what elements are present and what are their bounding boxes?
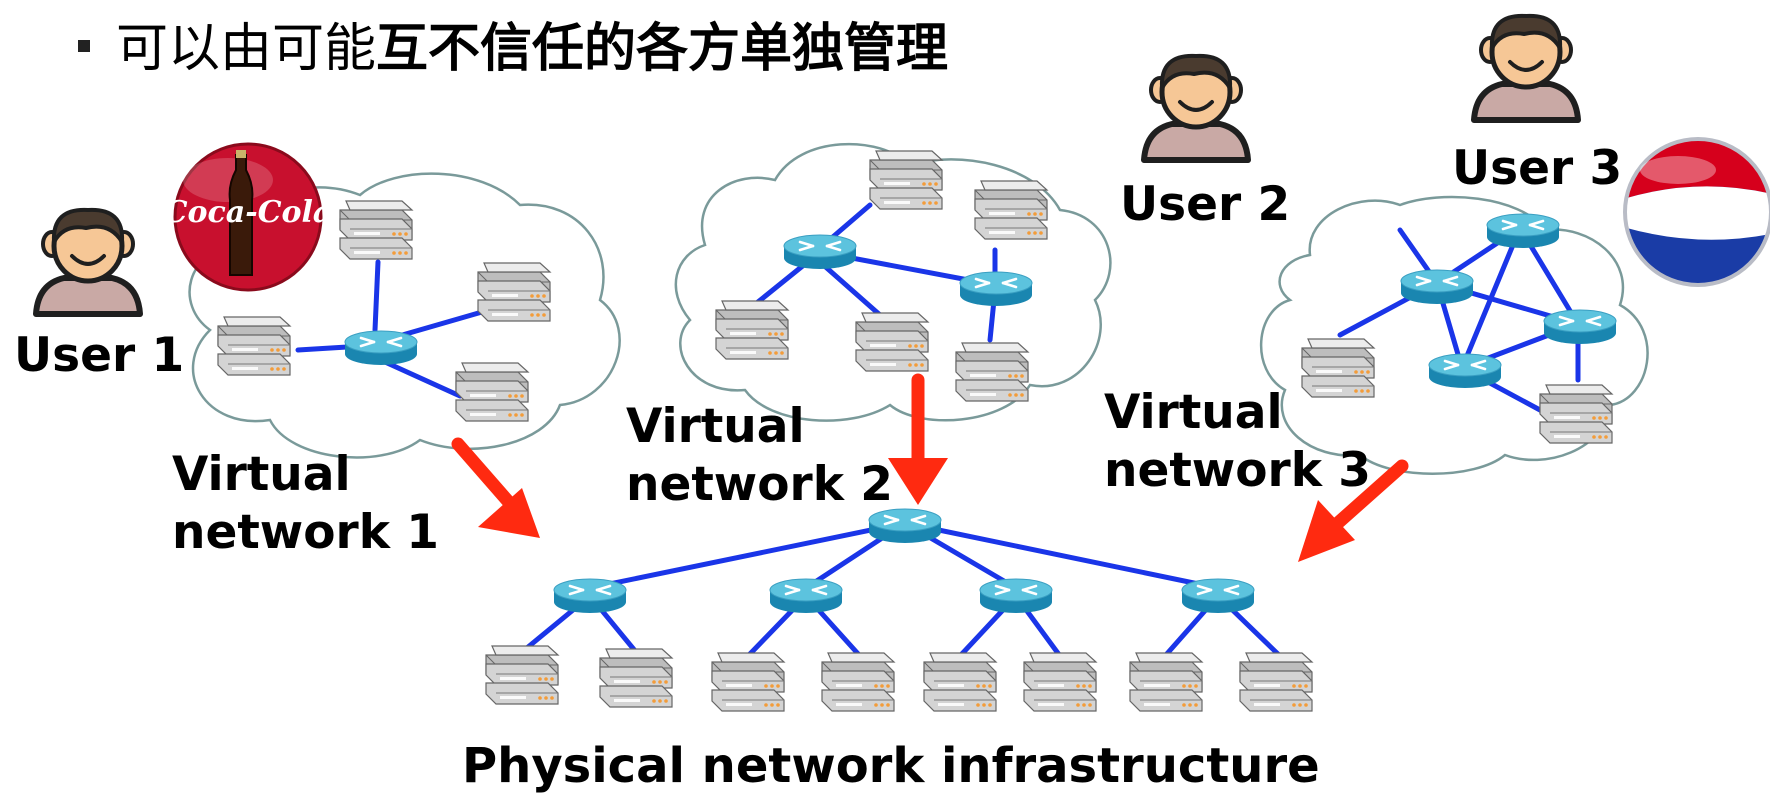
physical-core-router xyxy=(867,507,943,545)
virtual-network-1-line2: network 1 xyxy=(172,505,440,560)
virtual-network-1-label: Virtual network 1 xyxy=(172,446,439,562)
mapping-arrow-2 xyxy=(888,373,948,505)
physical-server-5 xyxy=(923,652,997,712)
vn3-router-right xyxy=(1542,308,1618,346)
physical-edge-router-3 xyxy=(978,577,1054,615)
physical-edge-router-4 xyxy=(1180,577,1256,615)
slide-title: 可以由可能互不信任的各方单独管理 xyxy=(78,14,948,84)
user-1-avatar xyxy=(36,210,140,314)
physical-links xyxy=(519,520,1283,659)
vn2-server-top xyxy=(869,150,943,210)
physical-edge-router-1 xyxy=(552,577,628,615)
physical-server-7 xyxy=(1129,652,1203,712)
vn3-router-top xyxy=(1485,212,1561,250)
vn3-router-left xyxy=(1399,268,1475,306)
user-3-avatar xyxy=(1474,16,1578,120)
user-3-label: User 3 xyxy=(1452,141,1623,196)
user-1-label: User 1 xyxy=(14,328,185,383)
virtual-network-2-line1: Virtual xyxy=(626,399,805,454)
vn2-server-left xyxy=(715,300,789,360)
physical-server-6 xyxy=(1023,652,1097,712)
vn3-router-bottom xyxy=(1427,352,1503,390)
physical-server-3 xyxy=(711,652,785,712)
virtual-network-2-line2: network 2 xyxy=(626,457,894,512)
mapping-arrow-3 xyxy=(1298,459,1409,562)
coca-cola-logo: Coca-Cola xyxy=(164,142,333,292)
physical-edge-router-2 xyxy=(768,577,844,615)
vn1-server-right xyxy=(477,262,551,322)
vn1-router xyxy=(343,329,419,367)
virtual-network-3-label: Virtual network 3 xyxy=(1104,384,1371,500)
physical-server-2 xyxy=(599,648,673,708)
pepsi-logo xyxy=(1623,137,1770,287)
vn2-server-bottom-right xyxy=(955,342,1029,402)
mapping-arrow-1 xyxy=(451,437,540,538)
physical-server-1 xyxy=(485,645,559,705)
virtual-network-3-line2: network 3 xyxy=(1104,443,1372,498)
vn1-server-left xyxy=(217,316,291,376)
vn2-router-right xyxy=(958,270,1034,308)
vn2-router-left xyxy=(782,233,858,271)
virtual-network-3-line1: Virtual xyxy=(1104,385,1283,440)
physical-network-label: Physical network infrastructure xyxy=(462,738,1320,794)
vn2-server-middle xyxy=(855,312,929,372)
user-2-label: User 2 xyxy=(1120,177,1291,232)
virtual-network-1-line1: Virtual xyxy=(172,447,351,502)
vn3-server-right xyxy=(1539,384,1613,444)
title-emphasis: 互不信任的各方单独管理 xyxy=(376,19,949,79)
user-2-avatar xyxy=(1144,56,1248,160)
virtual-network-2-label: Virtual network 2 xyxy=(626,398,893,514)
vn2-server-upper-right xyxy=(974,180,1048,240)
title-prefix: 可以由可能 xyxy=(116,19,377,79)
bullet-icon xyxy=(78,40,90,52)
vn1-server-bottom xyxy=(455,362,529,422)
physical-server-4 xyxy=(821,652,895,712)
vn1-server-top xyxy=(339,200,413,260)
physical-server-8 xyxy=(1239,652,1313,712)
coca-cola-wordmark: Coca-Cola xyxy=(164,195,333,230)
